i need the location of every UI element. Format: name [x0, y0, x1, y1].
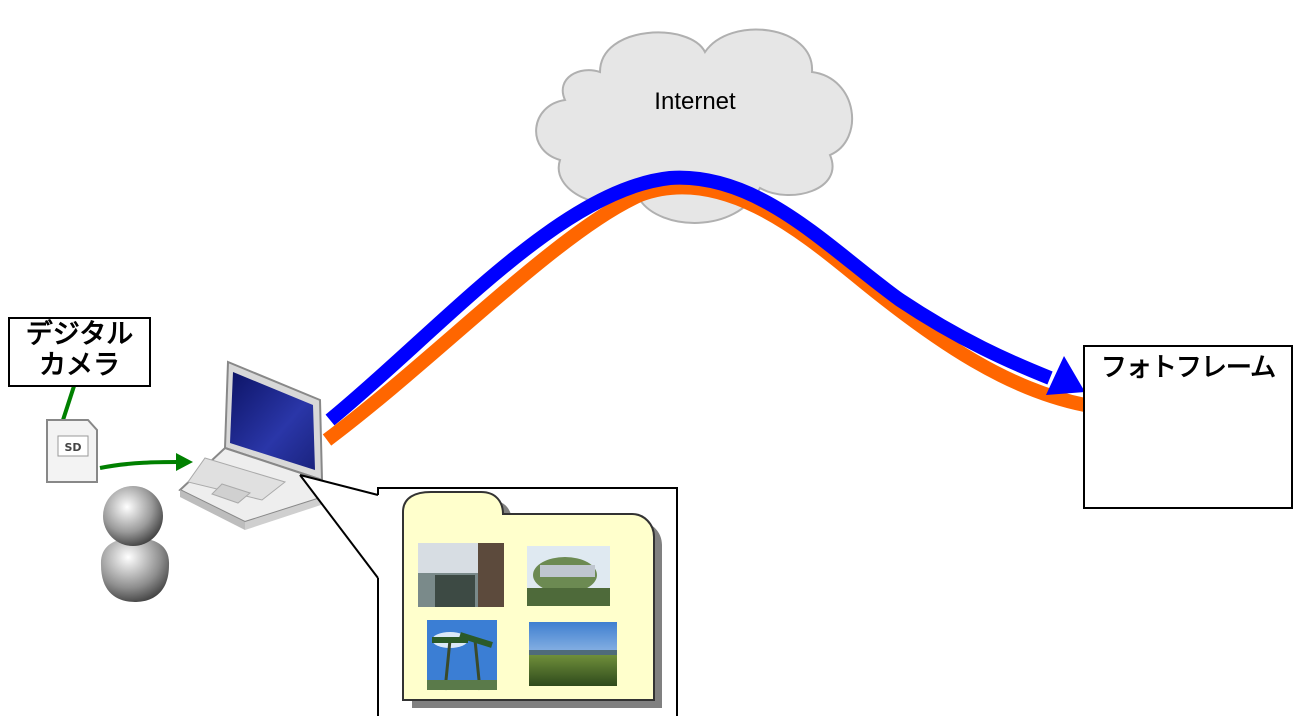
laptop-icon	[178, 360, 332, 530]
card-to-laptop-arrow	[99, 453, 193, 471]
download-arc	[325, 170, 1053, 426]
user-icon	[100, 486, 170, 602]
camera-label-line2: カメラ	[39, 350, 120, 381]
upload-arc	[322, 180, 1087, 446]
cloud-icon	[535, 28, 853, 224]
photo-thumbnail-2	[527, 546, 610, 606]
cloud-label: Internet	[654, 88, 736, 115]
camera-card-connector	[61, 382, 77, 421]
sd-card-label: SD	[64, 441, 81, 454]
download-arrowhead	[1046, 356, 1085, 395]
photo-thumbnail-4	[529, 622, 617, 686]
camera-label-line1: デジタル	[25, 319, 134, 350]
sd-card-icon: SD	[46, 419, 98, 483]
photo-thumbnail-3	[427, 620, 497, 691]
photo-frame-box: フォトフレーム	[1083, 345, 1293, 509]
folder-callout	[299, 474, 678, 716]
photo-thumbnail-1	[418, 543, 504, 607]
photo-frame-label: フォトフレーム	[1100, 353, 1276, 383]
camera-label-box: デジタル カメラ	[8, 317, 151, 387]
